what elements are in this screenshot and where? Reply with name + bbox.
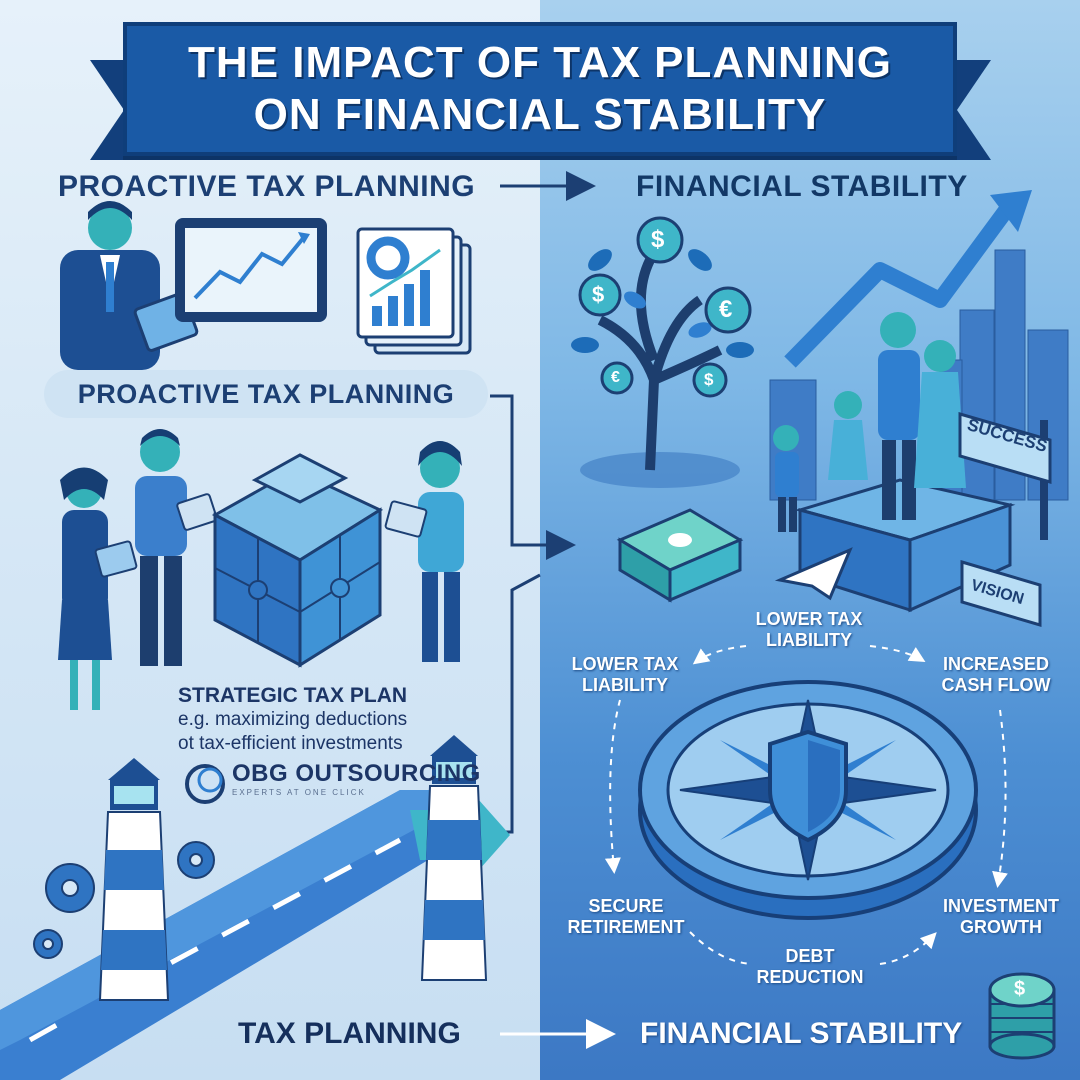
- tablet-chart: [175, 218, 327, 322]
- strategy-line-1: e.g. maximizing deductions: [178, 709, 408, 730]
- coin-symbol-3: €: [719, 296, 733, 323]
- strategy-line-2: ot tax-efficient investments: [178, 733, 403, 754]
- connector-arrow-lower: [478, 573, 541, 834]
- banner-ribbon-right: [957, 60, 991, 160]
- title-line-1: THE IMPACT OF TAX PLANNING: [188, 38, 892, 87]
- benefit-cycle-arrows: [604, 645, 1008, 965]
- paper-plane-icon: [774, 547, 853, 601]
- compass-icon: [638, 680, 978, 920]
- lighthouse-right-icon: [420, 735, 488, 981]
- coin-icons: [578, 216, 752, 398]
- benefit-left: LOWER TAX LIABILITY: [571, 654, 679, 695]
- benefit-bottom-right: INVESTMENT GROWTH: [942, 896, 1059, 937]
- logo-tagline: EXPERTS AT ONE CLICK: [232, 788, 366, 797]
- coin-symbol-1: $: [651, 226, 665, 253]
- family-podium: [773, 312, 1016, 613]
- gear-icon: [33, 841, 215, 959]
- top-flow-right-label: FINANCIAL STABILITY: [636, 170, 968, 203]
- benefit-bottom: DEBT REDUCTION: [756, 946, 864, 987]
- coin-symbol-2: $: [592, 282, 605, 307]
- obg-logo-mark: [185, 764, 225, 804]
- team-figures: [58, 429, 464, 710]
- growth-arrow-head: [990, 190, 1032, 232]
- coin-symbol-5: $: [704, 370, 714, 389]
- coin-stack-symbol: $: [1014, 978, 1026, 1000]
- pill-label: PROACTIVE TAX PLANNING: [77, 378, 455, 409]
- proactive-planning-pill: PROACTIVE TAX PLANNING: [44, 370, 488, 418]
- benefit-top: LOWER TAX LIABILITY: [755, 609, 863, 650]
- bottom-flow-right-label: FINANCIAL STABILITY: [640, 1017, 963, 1050]
- vision-sign-board: [960, 559, 1042, 628]
- connector-arrow-upper: [490, 394, 576, 560]
- report-document-icon: [356, 227, 472, 355]
- money-stack-icon: [616, 508, 744, 603]
- strategy-block: STRATEGIC TAX PLAN e.g. maximizing deduc…: [178, 684, 438, 756]
- logo-name: OBG OUTSOURCING: [232, 760, 481, 787]
- puzzle-cube-icon: [211, 453, 384, 668]
- title-banner: THE IMPACT OF TAX PLANNING ON FINANCIAL …: [123, 22, 957, 156]
- growth-arrow: [784, 200, 1017, 368]
- benefit-right: INCREASED CASH FLOW: [941, 654, 1051, 695]
- coin-stack-icon: [988, 972, 1056, 1060]
- title-line-2: ON FINANCIAL STABILITY: [253, 90, 827, 139]
- benefit-bottom-left: SECURE RETIREMENT: [567, 896, 685, 937]
- coin-symbol-4: €: [611, 369, 620, 386]
- bottom-flow-left-label: TAX PLANNING: [238, 1017, 461, 1050]
- lighthouse-left-icon: [98, 758, 170, 1001]
- money-tree-icon: [571, 249, 754, 488]
- strategy-title: STRATEGIC TAX PLAN: [178, 684, 408, 707]
- success-sign-board: [958, 412, 1052, 540]
- banner-ribbon-left: [90, 60, 124, 160]
- top-flow-left-label: PROACTIVE TAX PLANNING: [58, 170, 476, 203]
- obg-logo: OBG OUTSOURCING EXPERTS AT ONE CLICK: [232, 760, 481, 797]
